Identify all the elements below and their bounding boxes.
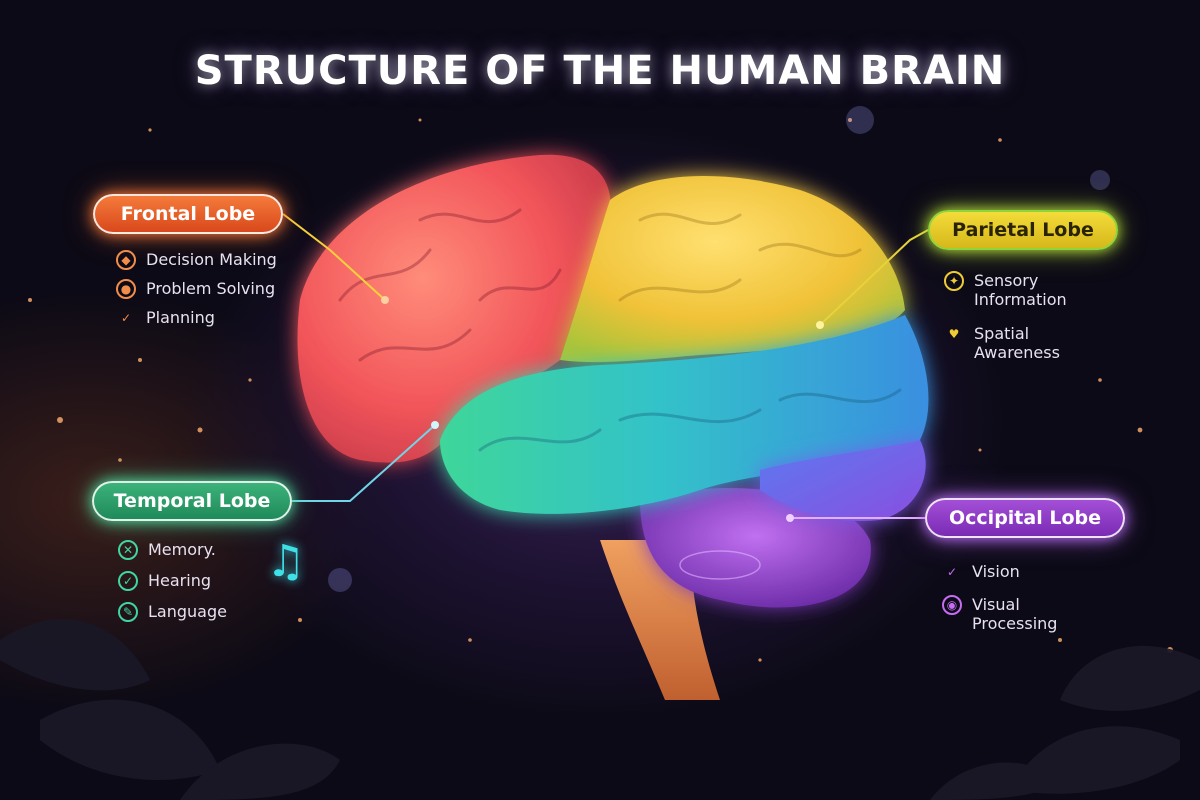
temporal-feature-3: ✎ Language bbox=[118, 602, 227, 622]
frontal-feature-1: ◆ Decision Making bbox=[116, 250, 277, 270]
occipital-lobe bbox=[760, 440, 926, 521]
checklist-icon: ✓ bbox=[120, 310, 132, 325]
occipital-lobe-label: Occipital Lobe bbox=[925, 498, 1125, 538]
visual-processing-icon: ◉ bbox=[942, 595, 962, 615]
parietal-connector bbox=[819, 229, 929, 326]
temporal-connector bbox=[292, 424, 436, 502]
parietal-feature-2: ♥ Spatial Awareness bbox=[944, 324, 1060, 362]
brain-icon: ◆ bbox=[116, 250, 136, 270]
music-note-icon: ♫ bbox=[266, 536, 306, 587]
page-title: STRUCTURE OF THE HUMAN BRAIN bbox=[194, 48, 1006, 94]
parietal-feature-1: ✦ Sensory Information bbox=[944, 271, 1067, 309]
language-icon: ✎ bbox=[118, 602, 138, 622]
hearing-icon: ✓ bbox=[118, 571, 138, 591]
occipital-feature-1: ✓ Vision bbox=[942, 562, 1020, 582]
memory-icon: ✕ bbox=[118, 540, 138, 560]
hand-icon: ♥ bbox=[948, 326, 960, 341]
occipital-feature-2: ◉ Visual Processing bbox=[942, 595, 1057, 633]
lightbulb-icon: ✦ bbox=[944, 271, 964, 291]
parietal-lobe bbox=[560, 176, 905, 363]
frontal-connector bbox=[282, 213, 386, 301]
frontal-feature-2: ● Problem Solving bbox=[116, 279, 275, 299]
frontal-feature-3: ✓ Planning bbox=[116, 308, 215, 328]
parietal-lobe-label: Parietal Lobe bbox=[928, 210, 1118, 250]
puzzle-icon: ● bbox=[116, 279, 136, 299]
temporal-feature-1: ✕ Memory. bbox=[118, 540, 216, 560]
frontal-lobe-label: Frontal Lobe bbox=[93, 194, 283, 234]
temporal-feature-2: ✓ Hearing bbox=[118, 571, 211, 591]
leaves-decor bbox=[0, 619, 1200, 800]
frontal-lobe bbox=[297, 154, 611, 463]
temporal-lobe-label: Temporal Lobe bbox=[92, 481, 292, 521]
eye-icon: ✓ bbox=[946, 564, 958, 579]
